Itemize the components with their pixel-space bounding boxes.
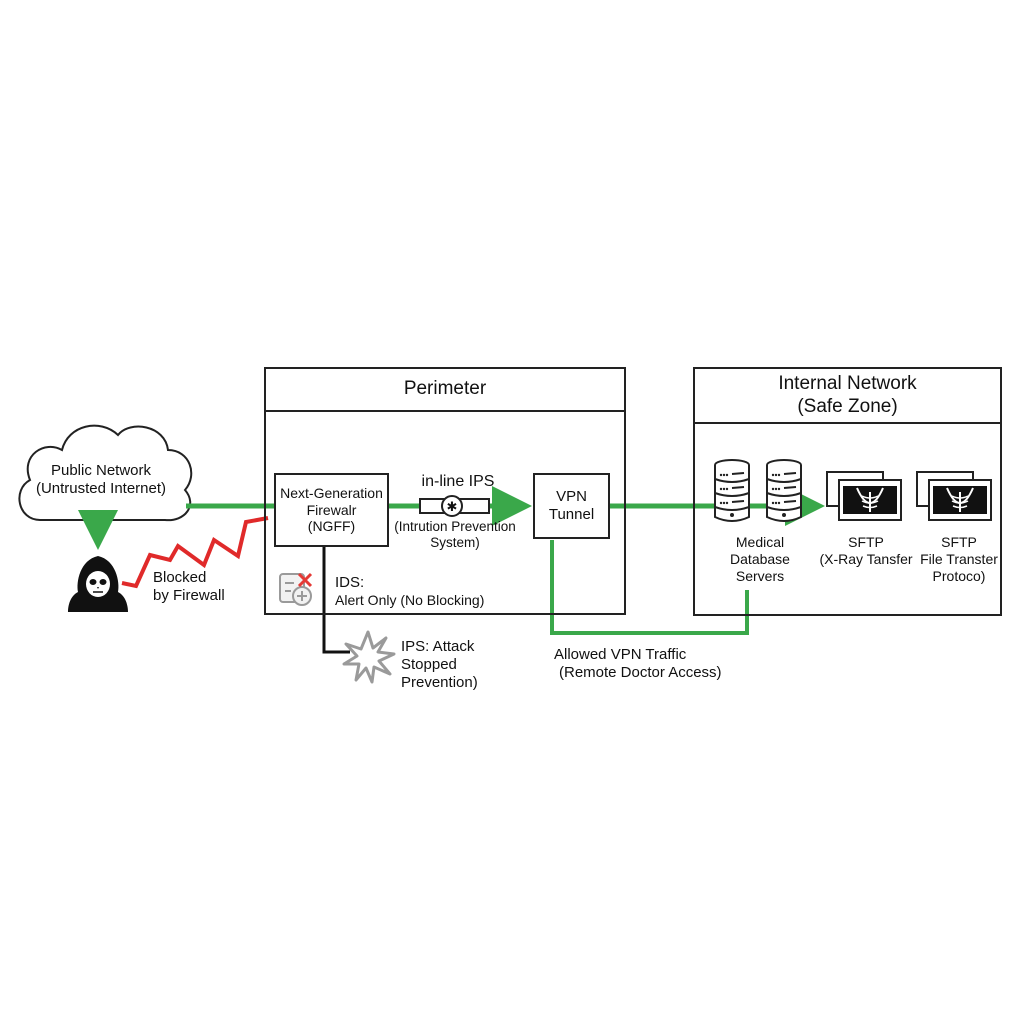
blocked-line2: by Firewall — [153, 587, 225, 604]
ips-caption: (Intrution Prevention System) — [380, 519, 530, 551]
ips-attack-line1: IPS: Attack — [401, 638, 475, 655]
sftp-xray-label: SFTP (X-Ray Tansfer — [814, 534, 918, 568]
blocked-by-firewall-label: Blocked by Firewall — [153, 569, 225, 605]
ids-label: IDS: Alert Only (No Blocking) — [335, 574, 484, 609]
sftp1-line1: SFTP — [848, 534, 884, 550]
ids-caption: Alert Only (No Blocking) — [335, 592, 485, 608]
db-line2: Database — [730, 550, 790, 567]
burst-icon — [342, 630, 396, 684]
public-network-title: Public Network — [50, 462, 152, 479]
database-server-icon — [766, 459, 802, 522]
svg-text:✱: ✱ — [447, 500, 458, 515]
ids-alert-icon — [279, 572, 313, 606]
ngff-line2: Firewalr — [306, 501, 357, 518]
database-server-icon — [714, 459, 750, 522]
ips-attack-line2: Stopped — [401, 656, 457, 673]
perimeter-title: Perimeter — [266, 369, 624, 412]
perimeter-zone: Perimeter — [264, 367, 626, 615]
vpn-traffic-line1: Allowed VPN Traffic — [554, 646, 687, 663]
ips-attack-feedback-arrow — [322, 535, 350, 654]
hooded-hacker-skull-icon — [68, 556, 128, 612]
db-line1: Medical — [735, 534, 785, 550]
internal-title-line1: Internal Network — [778, 372, 917, 394]
sftp-file-transfer-label: SFTP File Transter Protoco) — [916, 534, 1002, 584]
sftp2-line1: SFTP — [941, 534, 977, 550]
ips-caption-line1: (Intrution Prevention — [394, 519, 516, 534]
ips-attack-stopped-label: IPS: Attack Stopped Prevention) — [401, 638, 478, 692]
sftp1-line2: (X-Ray Tansfer — [819, 550, 913, 567]
xray-film-icon — [826, 471, 902, 521]
vpn-line2: Tunnel — [548, 506, 595, 523]
blocked-attack-path — [121, 516, 269, 589]
vpn-traffic-line2: (Remote Doctor Access) — [559, 664, 722, 681]
public-network-label: Public Network (Untrusted Internet) — [10, 462, 192, 498]
public-network-subtitle: (Untrusted Internet) — [35, 480, 167, 497]
sftp2-line2: File Transter — [920, 550, 998, 567]
vpn-tunnel-node[interactable]: VPN Tunnel — [533, 473, 610, 539]
ngff-line3: (NGFF) — [307, 518, 356, 535]
internal-title-line2: (Safe Zone) — [797, 395, 898, 417]
ngff-node[interactable]: Next-Generation Firewalr (NGFF) — [274, 473, 389, 547]
xray-film-icon — [916, 471, 992, 521]
allowed-vpn-traffic-label: Allowed VPN Traffic (Remote Doctor Acces… — [554, 646, 722, 682]
ips-caption-line2: System) — [430, 535, 480, 551]
internal-network-title: Internal Network (Safe Zone) — [695, 369, 1000, 424]
ips-attack-line3: Prevention) — [401, 674, 478, 691]
db-line3: Servers — [735, 567, 785, 584]
blocked-line1: Blocked — [153, 569, 207, 586]
ids-title: IDS: — [335, 574, 365, 591]
internal-network-zone: Internal Network (Safe Zone) — [693, 367, 1002, 616]
cloud-icon — [18, 424, 193, 522]
allowed-vpn-traffic-path — [550, 540, 749, 635]
sftp2-line3: Protoco) — [932, 567, 986, 584]
ngff-line1: Next-Generation — [280, 484, 383, 501]
inline-ips-title: in-line IPS — [421, 473, 495, 490]
vpn-line1: VPN — [556, 488, 587, 505]
medical-db-label: Medical Database Servers — [710, 534, 810, 584]
ips-inline-device-icon: ✱ — [419, 495, 490, 517]
